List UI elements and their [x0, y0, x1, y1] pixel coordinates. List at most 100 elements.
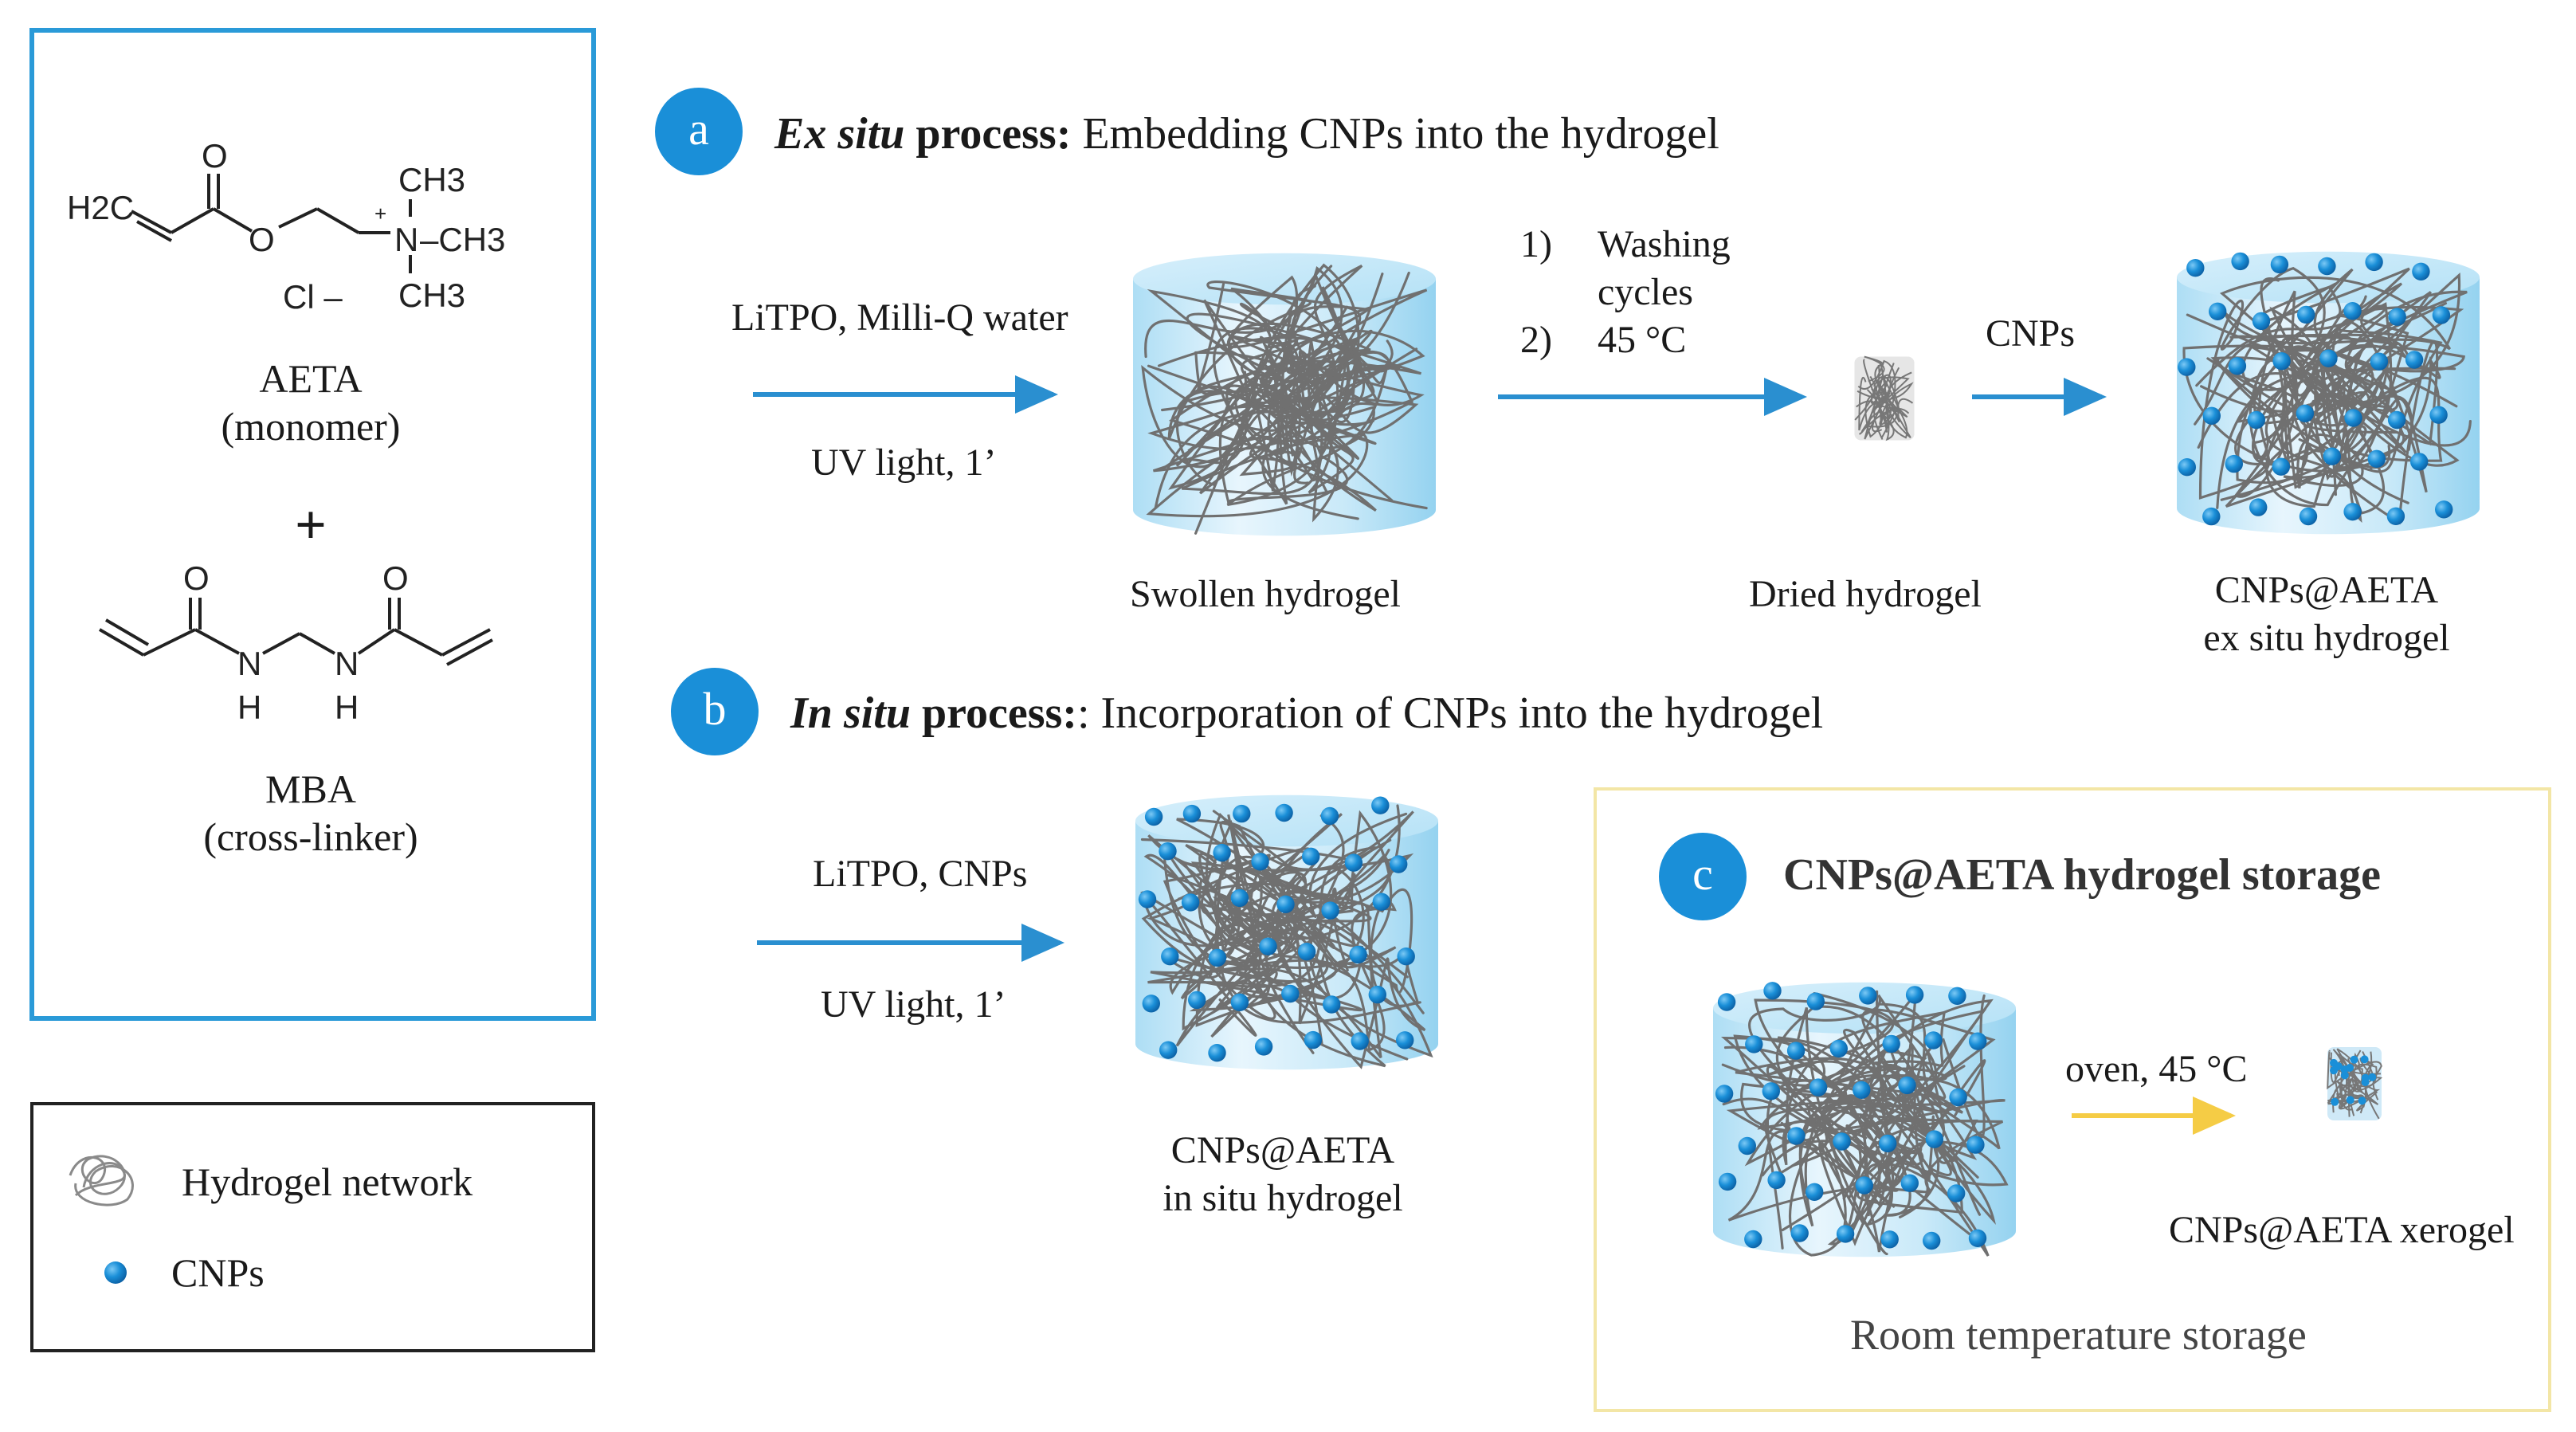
cnp-particle: [1159, 842, 1177, 861]
cnp-particle: [1762, 1082, 1780, 1100]
cnp-particle: [1836, 1225, 1855, 1243]
panel-c-title: CNPs@AETA hydrogel storage: [1783, 850, 2382, 900]
cnp-particle: [1390, 855, 1408, 873]
cnp-particle: [1715, 1085, 1734, 1103]
cnp-particle: [1368, 985, 1387, 1004]
wash-2-num: 2): [1520, 319, 1552, 361]
cnp-particle: [1208, 948, 1227, 967]
cnp-particle: [1806, 992, 1825, 1010]
cnp-particle: [1138, 890, 1157, 908]
cnp-particle: [1344, 853, 1363, 872]
panel-b-title: In situ process:: Incorporation of CNPs …: [790, 691, 1823, 736]
panel-a-title-rest: Embedding CNPs into the hydrogel: [1071, 109, 1719, 159]
cnp-particle: [2368, 1073, 2377, 1081]
cnp-particle: [1924, 1031, 1943, 1049]
cnp-particle: [1855, 1176, 1873, 1195]
cnp-particle: [1809, 1078, 1828, 1097]
cnp-particle: [1302, 847, 1320, 866]
storage-panel: [1594, 787, 2551, 1412]
badge-b: b: [671, 668, 759, 755]
aeta-chloride: Cl –: [283, 278, 343, 316]
cnp-particle: [1321, 901, 1339, 920]
cnp-particle: [2343, 302, 2362, 320]
aeta-ch3-top: CH3: [398, 161, 466, 198]
cnp-particle: [2178, 358, 2196, 376]
cnp-particle: [1188, 991, 1206, 1010]
mba-role: (cross-linker): [203, 814, 418, 859]
cnp-particle: [1396, 1031, 1414, 1049]
cnp-particle: [2331, 1097, 2339, 1106]
aeta-name: AETA: [259, 356, 363, 401]
cnp-particle: [2225, 454, 2243, 473]
cnp-particle: [1233, 804, 1251, 823]
panel-b-title-bold: process:: [911, 689, 1077, 738]
cnp-particle: [1880, 1230, 1899, 1249]
cnp-particle: [1182, 804, 1202, 823]
cnp-particle: [1966, 1136, 1985, 1154]
cnp-particle: [2249, 498, 2268, 516]
mba-name: MBA: [265, 767, 356, 811]
cnp-particle: [2209, 302, 2227, 320]
cnp-particle: [1181, 893, 1200, 912]
cnp-particle: [1254, 1038, 1273, 1056]
cnp-particle: [2186, 259, 2205, 277]
cnp-particle: [1371, 796, 1390, 814]
cnp-particle: [1968, 1229, 1987, 1248]
cnp-particle: [1275, 803, 1293, 822]
cnp-particle: [1969, 1032, 1987, 1050]
wash-1-num: 1): [1520, 223, 1552, 265]
cnp-particle: [1947, 1184, 1966, 1202]
cnp-particle: [2344, 409, 2362, 427]
in-situ-hydrogel-cylinder: [1135, 794, 1438, 1070]
cnp-particle: [1790, 1224, 1809, 1242]
aeta-charge: +: [374, 202, 387, 226]
storage-label: Room temperature storage: [1850, 1311, 2307, 1359]
cnp-particle: [1304, 1030, 1323, 1049]
cnp-particle: [2388, 308, 2406, 326]
badge-c: c: [1659, 833, 1747, 920]
cnp-particle: [1806, 1183, 1824, 1202]
mba-n-left: N: [237, 645, 262, 682]
cnp-particle: [1320, 806, 1339, 826]
swollen-label: Swollen hydrogel: [1130, 573, 1401, 615]
badge-a: a: [655, 88, 743, 175]
cnp-particle: [1853, 1081, 1871, 1100]
b-step-top-label: LiTPO, CNPs: [813, 853, 1028, 895]
cnp-particle: [1259, 937, 1277, 955]
panel-b-title-italic: In situ: [790, 689, 911, 738]
oven-label: oven, 45 °C: [2065, 1048, 2248, 1090]
cnp-particle: [1925, 1130, 1943, 1148]
cnp-particle: [2330, 1058, 2338, 1067]
legend-box: [30, 1102, 595, 1352]
hydrogel-network-icon: [69, 1155, 134, 1206]
cnp-particle: [2429, 406, 2448, 424]
cnp-particle: [2228, 357, 2247, 375]
cnp-particle: [2323, 447, 2341, 465]
cnp-particle: [1281, 984, 1300, 1003]
cnp-particle: [1829, 1039, 1848, 1058]
panel-b-title-rest: : Incorporation of CNPs into the hydroge…: [1076, 689, 1824, 738]
cnp-particle: [1879, 1134, 1897, 1153]
cnp-legend-icon: [104, 1261, 127, 1284]
reagents-panel: [29, 28, 596, 1021]
cnp-particle: [1717, 993, 1736, 1011]
aeta-structure: [131, 174, 412, 273]
mba-o-left: O: [183, 559, 210, 597]
panel-a-title: Ex situ process: Embedding CNPs into the…: [774, 112, 1719, 156]
cnp-particle: [2178, 458, 2196, 477]
a-cnps-arrow-label: CNPs: [1986, 312, 2076, 355]
cnp-particle: [1144, 807, 1163, 826]
aeta-ch3-right: –CH3: [420, 221, 506, 258]
cnp-particle: [2296, 404, 2315, 422]
cnp-particle: [2386, 507, 2405, 525]
cnp-particle: [2412, 262, 2430, 281]
cnp-particle: [2367, 449, 2386, 468]
cnp-particle: [1786, 1042, 1806, 1060]
cnp-particle: [1905, 986, 1924, 1004]
cnp-particle: [1949, 1088, 1967, 1107]
cnp-particle: [1787, 1127, 1806, 1145]
xerogel-label: CNPs@AETA xerogel: [2169, 1209, 2515, 1251]
cnp-particle: [2340, 1071, 2349, 1080]
cnp-particle: [2435, 500, 2453, 519]
